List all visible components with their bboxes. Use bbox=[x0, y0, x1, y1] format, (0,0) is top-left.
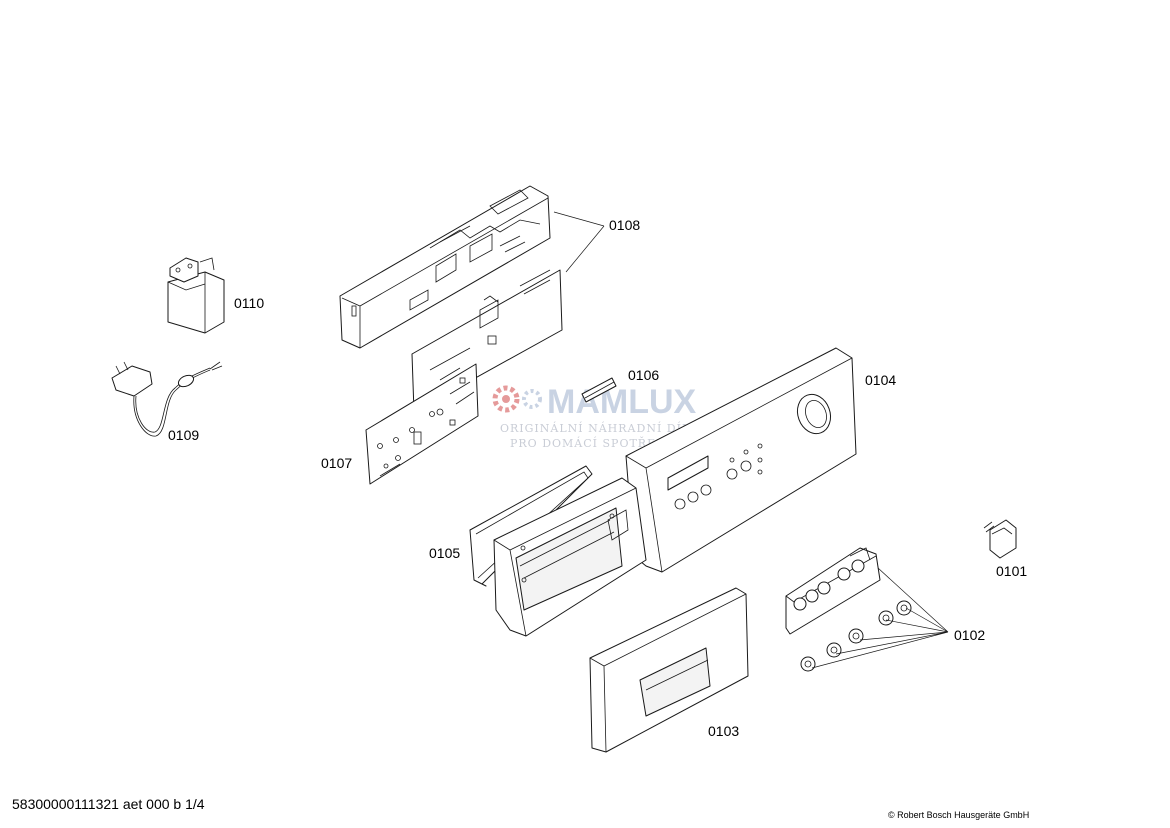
drawing-id: 58300000111321 aet 000 b 1/4 bbox=[12, 796, 205, 812]
copyright-notice: © Robert Bosch Hausgeräte GmbH bbox=[888, 810, 1030, 820]
label-0109: 0109 bbox=[168, 427, 199, 443]
part-0107-electronic-board bbox=[365, 363, 479, 485]
label-0105: 0105 bbox=[429, 545, 460, 561]
part-0104-control-panel bbox=[625, 347, 857, 573]
part-0106-light-guide bbox=[581, 377, 617, 403]
label-0101: 0101 bbox=[996, 563, 1027, 579]
leader-lines bbox=[553, 211, 949, 669]
watermark-title: MAMLUX bbox=[547, 383, 697, 421]
part-0109-mains-cable bbox=[111, 361, 223, 437]
label-0108: 0108 bbox=[609, 217, 640, 233]
label-0106: 0106 bbox=[628, 367, 659, 383]
watermark-line-1: ORIGINÁLNÍ NÁHRADNÍ DÍLY bbox=[500, 421, 698, 435]
part-0101-programme-knob bbox=[983, 519, 1017, 559]
part-0108-control-module bbox=[339, 185, 563, 413]
watermark-gear-icon bbox=[492, 385, 542, 413]
part-0103-drawer-front bbox=[589, 587, 749, 753]
part-0102-switch-module bbox=[785, 547, 912, 672]
part-0110-filter bbox=[167, 257, 225, 334]
label-0107: 0107 bbox=[321, 455, 352, 471]
label-0103: 0103 bbox=[708, 723, 739, 739]
label-0110: 0110 bbox=[234, 295, 264, 311]
label-0102: 0102 bbox=[954, 627, 985, 643]
label-0104: 0104 bbox=[865, 372, 896, 388]
part-0105-drawer-frame bbox=[469, 465, 647, 637]
